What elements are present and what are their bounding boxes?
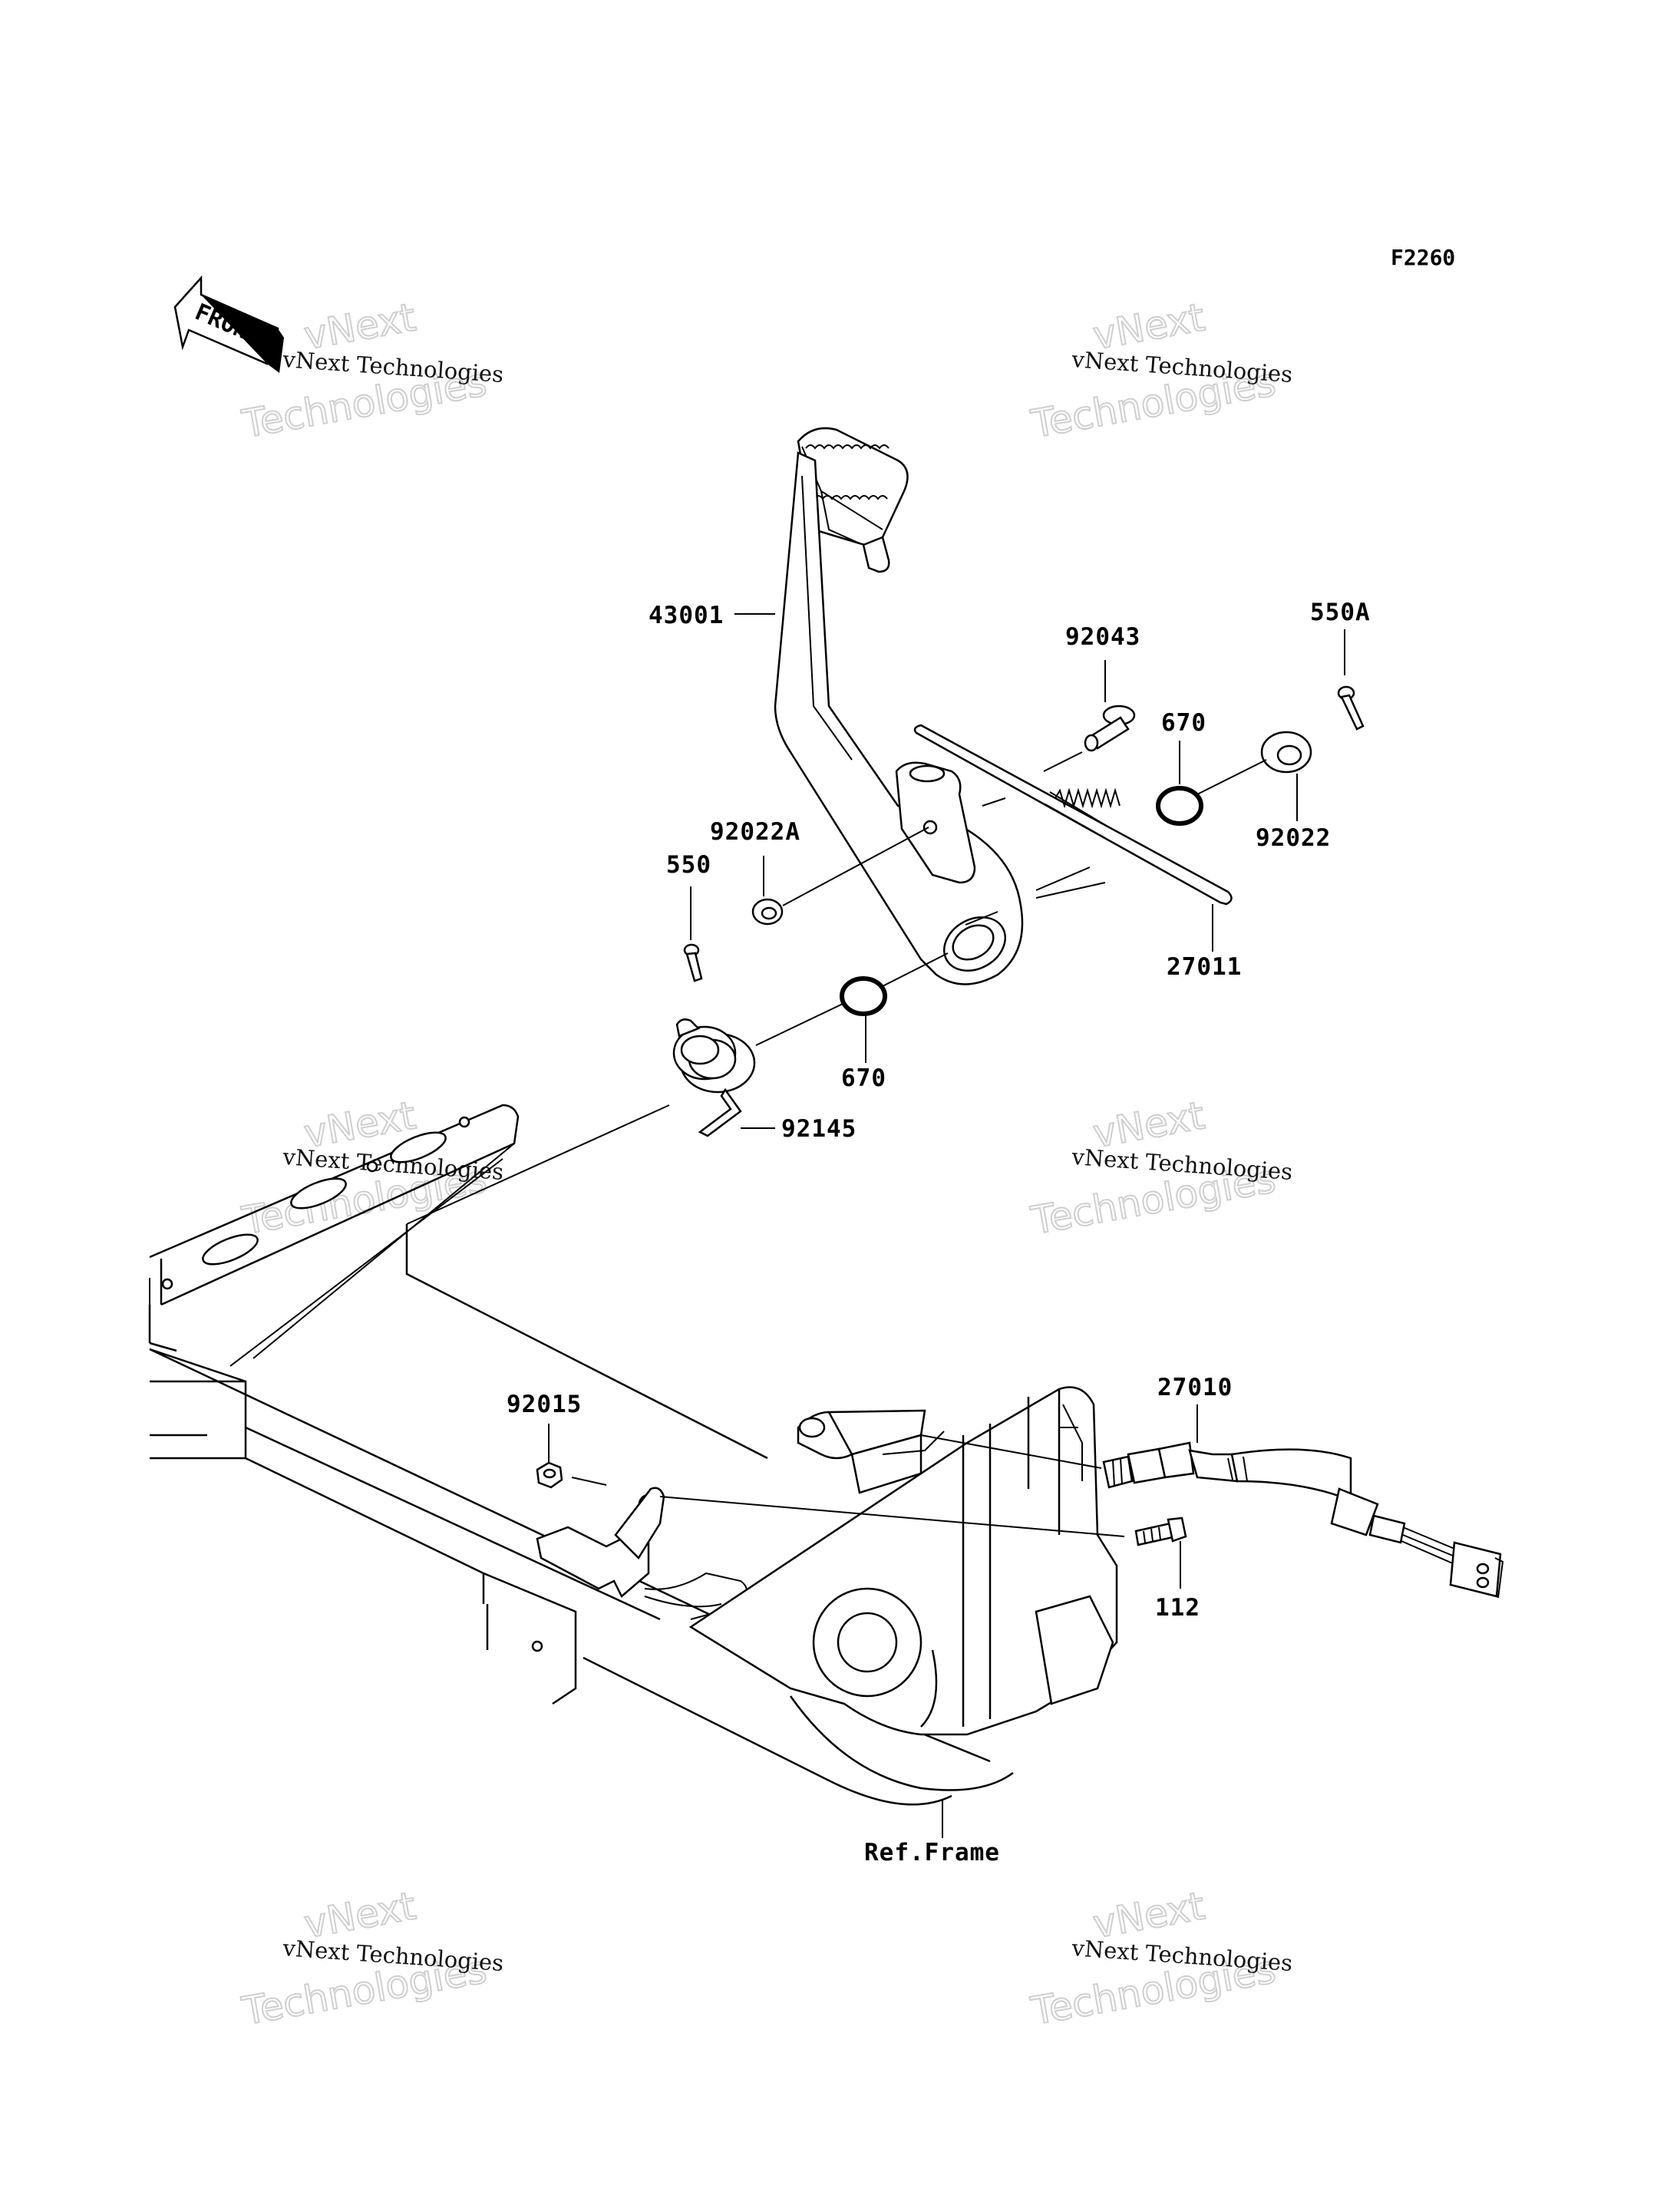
part-label-92015: 92015	[507, 1391, 582, 1418]
brake-pedal-part	[774, 427, 1024, 985]
watermark-bottom-left: vNext Technologies vNext Technologies	[238, 1883, 504, 2035]
part-label-27011: 27011	[1167, 953, 1242, 981]
washer-92022-part	[1260, 731, 1312, 774]
bolt-112-part	[1134, 1516, 1187, 1546]
part-label-92043: 92043	[1065, 623, 1140, 651]
brake-switch-27010-part	[1102, 1441, 1504, 1599]
guide-line-112	[659, 1496, 1125, 1537]
nut-92015-part	[536, 1461, 563, 1489]
washer-92022a-part	[751, 898, 784, 926]
pin-guide-line	[1043, 751, 1083, 772]
part-label-670-top: 670	[1161, 709, 1206, 737]
return-spring-92145-part	[672, 1018, 756, 1137]
part-label-550: 550	[666, 851, 711, 879]
guide-line-pivot	[965, 911, 998, 926]
watermark-bottom-right: vNext Technologies vNext Technologies	[1027, 1883, 1293, 2035]
cotter-pin-550-part	[683, 943, 703, 982]
o-ring-670-top-icon	[1156, 786, 1203, 826]
guide-line-92015	[571, 1477, 607, 1486]
o-ring-670-bottom-icon	[840, 976, 887, 1016]
part-label-92145: 92145	[781, 1115, 857, 1143]
guide-line-670-bottom	[882, 952, 949, 987]
guide-line-92022a	[782, 827, 929, 906]
front-arrow-icon: FRONT	[173, 275, 284, 373]
part-label-27010: 27010	[1157, 1374, 1233, 1401]
rod-spring-icon	[1045, 787, 1121, 839]
part-label-112: 112	[1155, 1594, 1200, 1622]
brake-rod-part	[913, 724, 1233, 906]
figure-code: F2260	[1391, 245, 1455, 270]
part-label-550a: 550A	[1310, 599, 1371, 626]
watermark-top-right: vNext Technologies vNext Technologies	[1027, 294, 1293, 447]
part-label-92022a: 92022A	[710, 818, 800, 846]
clevis-pin-part	[1084, 705, 1136, 752]
part-label-92022: 92022	[1256, 824, 1331, 852]
guide-line-27010	[920, 1434, 1102, 1469]
watermark-middle-right: vNext Technologies vNext Technologies	[1027, 1092, 1293, 1244]
part-label-43001: 43001	[649, 602, 724, 629]
frame-part	[148, 1104, 1118, 1806]
part-label-ref-frame: Ref.Frame	[864, 1839, 1000, 1866]
guide-line-92022	[1196, 759, 1267, 795]
guide-line-rod	[1035, 866, 1091, 891]
guide-line-92145	[755, 1003, 843, 1046]
cotter-pin-550a-part	[1337, 685, 1365, 731]
part-label-670-bottom: 670	[841, 1064, 886, 1092]
